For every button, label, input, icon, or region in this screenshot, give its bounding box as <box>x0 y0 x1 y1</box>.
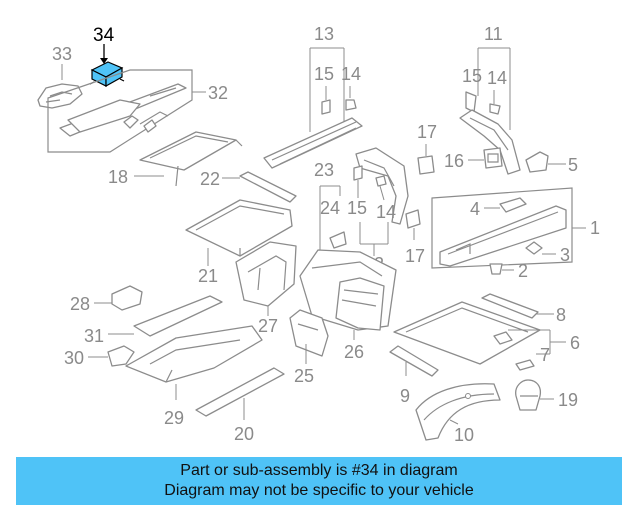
callout-17-b: 17 <box>405 246 425 266</box>
group-box-32: 32 <box>47 69 228 153</box>
callout-1: 1 <box>590 218 600 238</box>
callout-8: 8 <box>556 305 566 325</box>
callout-33: 33 <box>52 44 72 64</box>
parts-diagram: 34 33 32 18 13 <box>37 24 600 445</box>
part-13-group[interactable]: 13 15 14 <box>263 24 363 169</box>
callout-20: 20 <box>234 424 254 444</box>
part-22-group[interactable]: 22 <box>200 169 297 203</box>
callout-34: 34 <box>93 25 115 46</box>
part-11-group[interactable]: 11 15 14 <box>459 24 521 175</box>
part-9-shape[interactable] <box>389 345 439 377</box>
callout-19: 19 <box>558 390 578 410</box>
part-11-shape[interactable] <box>459 109 521 175</box>
part-18-group[interactable]: 18 <box>108 131 243 187</box>
part-12-shape[interactable] <box>355 147 409 225</box>
part-30-group[interactable]: 30 <box>64 345 135 368</box>
part-1-group[interactable]: 1 4 3 2 <box>431 187 600 281</box>
callout-7: 7 <box>540 345 550 365</box>
part-28-group[interactable]: 28 <box>70 285 143 314</box>
part-10-shape[interactable] <box>415 383 501 441</box>
part-8-shape[interactable] <box>481 293 539 319</box>
callout-25: 25 <box>294 366 314 386</box>
callout-2: 2 <box>518 261 528 281</box>
part-16-group[interactable]: 16 <box>444 147 503 171</box>
part-34-group[interactable]: 34 <box>89 25 125 88</box>
callout-4: 4 <box>470 199 480 219</box>
callout-23: 23 <box>314 160 334 180</box>
part-26-group[interactable]: 26 <box>335 277 385 362</box>
part-6-group[interactable]: 6 7 <box>393 301 580 371</box>
callout-24: 24 <box>320 198 340 218</box>
callout-30: 30 <box>64 348 84 368</box>
part-18-shape[interactable] <box>139 131 237 171</box>
part-21-group[interactable]: 21 <box>185 199 293 286</box>
callout-28: 28 <box>70 294 90 314</box>
part-8-group[interactable]: 8 <box>481 293 566 325</box>
part-31-group[interactable]: 31 <box>84 295 223 346</box>
part-9-group[interactable]: 9 <box>389 345 439 406</box>
callout-18: 18 <box>108 167 128 187</box>
part-29-group[interactable]: 29 <box>125 325 263 428</box>
callout-16: 16 <box>444 151 464 171</box>
part-25-shape[interactable] <box>289 309 329 357</box>
callout-31: 31 <box>84 326 104 346</box>
callout-14-c: 14 <box>376 202 396 222</box>
callout-15-c: 15 <box>347 198 367 218</box>
callout-15-a: 15 <box>314 64 334 84</box>
callout-14-a: 14 <box>341 64 361 84</box>
part-33-shape[interactable] <box>37 83 83 109</box>
part-1-shape[interactable] <box>439 205 567 267</box>
part-17-b-group[interactable]: 17 <box>405 209 425 266</box>
part-25-group[interactable]: 25 <box>289 309 329 386</box>
leader-34-arrow <box>100 58 108 64</box>
callout-6: 6 <box>570 333 580 353</box>
part-5-group[interactable]: 5 <box>525 151 578 175</box>
callout-15-b: 15 <box>462 66 482 86</box>
part-32-bracket[interactable] <box>67 99 141 133</box>
part-19-shape[interactable] <box>515 379 542 411</box>
banner-line-2: Diagram may not be specific to your vehi… <box>164 482 474 499</box>
part-34-shape[interactable] <box>89 61 125 88</box>
part-30-shape[interactable] <box>107 345 135 367</box>
part-28-shape[interactable] <box>111 285 143 311</box>
callout-10: 10 <box>454 425 474 445</box>
info-banner: Part or sub-assembly is #34 in diagram D… <box>16 457 622 505</box>
part-10-group[interactable]: 10 <box>415 383 501 445</box>
part-19-group[interactable]: 19 <box>515 379 578 411</box>
callout-14-b: 14 <box>487 68 507 88</box>
callout-29: 29 <box>164 408 184 428</box>
callout-5: 5 <box>568 155 578 175</box>
part-27-shape[interactable] <box>235 241 297 307</box>
callout-22: 22 <box>200 169 220 189</box>
part-22-shape[interactable] <box>239 171 297 203</box>
part-20-shape[interactable] <box>195 367 285 417</box>
part-17-a-group[interactable]: 17 <box>417 122 437 175</box>
callout-32: 32 <box>208 83 228 103</box>
part-20-group[interactable]: 20 <box>195 367 285 444</box>
banner-line-1: Part or sub-assembly is #34 in diagram <box>180 462 458 479</box>
callout-27: 27 <box>258 316 278 336</box>
callout-13: 13 <box>314 24 334 44</box>
callout-9: 9 <box>400 386 410 406</box>
callout-11: 11 <box>484 24 503 44</box>
part-31-shape[interactable] <box>133 295 223 337</box>
callout-17-a: 17 <box>417 122 437 142</box>
callout-3: 3 <box>560 245 570 265</box>
part-21-shape[interactable] <box>185 199 293 257</box>
part-33-group[interactable]: 33 <box>37 44 83 109</box>
callout-21: 21 <box>198 266 218 286</box>
part-27-group[interactable]: 27 <box>235 241 297 336</box>
callout-26: 26 <box>344 342 364 362</box>
